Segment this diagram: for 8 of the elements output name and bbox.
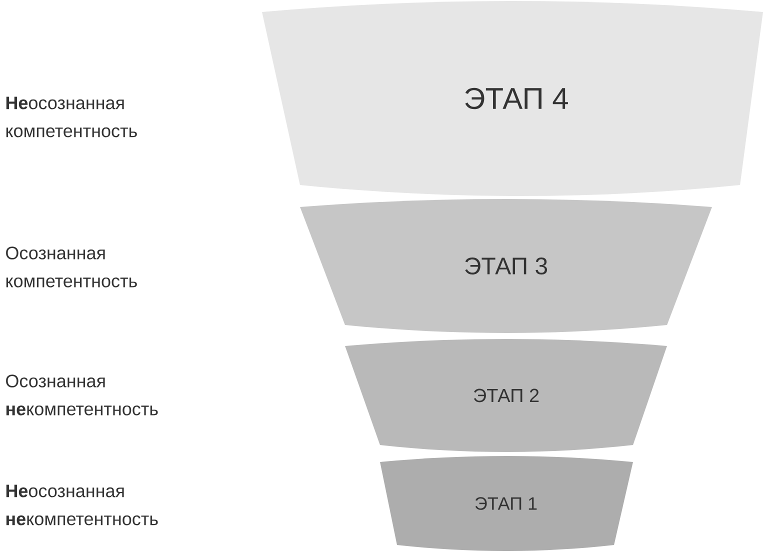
side-label: Неосознанная компетентность — [6, 96, 137, 138]
side-label: Осознанная некомпетентность — [6, 374, 158, 416]
funnel-segment: ЭТАП 1 — [380, 456, 633, 551]
funnel-segment: ЭТАП 2 — [345, 339, 667, 452]
side-label: Неосознанная некомпетентность — [6, 484, 158, 526]
funnel-segment: ЭТАП 3 — [300, 199, 712, 333]
side-label: Осознанная компетентность — [6, 246, 137, 288]
funnel-segment: ЭТАП 4 — [262, 1, 764, 196]
